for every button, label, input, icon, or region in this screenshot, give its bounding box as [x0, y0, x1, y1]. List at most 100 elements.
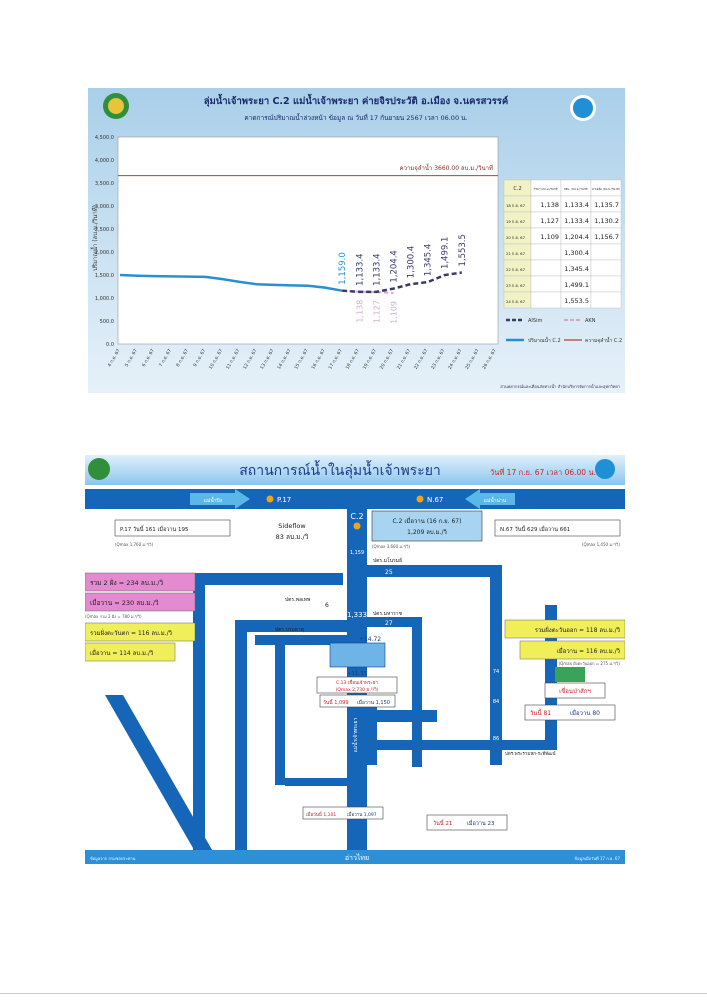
table-cell-text: 1,553.5 [564, 297, 589, 305]
chao-phraya-dam-icon [329, 642, 386, 668]
khlong-6-flow: 6 [325, 602, 329, 609]
west-bank-yesterday: เมื่อวาน = 114 ลบ.ม./วิ [90, 649, 153, 657]
x-tick-label: 19 ก.ย. 67 [362, 348, 379, 371]
gulf-label: อ่าวไทย [345, 853, 369, 862]
x-tick-label: 12 ก.ย. 67 [242, 348, 259, 371]
x-tick-label: 23 ก.ย. 67 [430, 348, 447, 371]
table-cell-text: 23 ก.ย. 67 [506, 283, 526, 288]
table-cell-text: 1,133.4 [564, 201, 589, 209]
data-label: 1,553.5 [458, 234, 468, 266]
west-bank-today: รวมฝั่งตะวันตก = 116 ลบ.ม./วิ [90, 629, 172, 637]
sideflow-value: 83 ลบ.ม./วิ [276, 533, 309, 541]
table-cell-text: 19 ก.ย. 67 [506, 219, 526, 224]
west-total-yesterday-box [84, 592, 196, 612]
table-cell [530, 259, 562, 277]
x-tick-label: 10 ก.ย. 67 [208, 348, 225, 371]
west-bank-today-box [84, 622, 196, 642]
data-label: 1,109 [389, 301, 398, 324]
table-cell [530, 291, 562, 309]
n67-info-text: N.67 วันนี้ 629 เมื่อวาน 661 [500, 525, 570, 533]
table-cell-text: 18 ก.ย. 67 [506, 203, 526, 208]
legend-capacity: ความจุลำน้ำ C.2 [585, 335, 622, 344]
data-label: 1,345.4 [424, 244, 434, 276]
y-tick-label: 500.0 [100, 319, 114, 325]
x-tick-label: 5 ก.ย. 67 [124, 348, 139, 368]
c2-info-line2: 1,209 ลบ.ม./วิ [407, 529, 447, 536]
forecast-chart: ลุ่มน้ำเจ้าพระยา C.2 แม่น้ำเจ้าพระยา ค่า… [89, 93, 622, 390]
dam-info-line2: (Qmax 2,730 ม.³/วิ) [336, 687, 379, 693]
x-tick-label: 18 ก.ย. 67 [345, 348, 362, 371]
table-cell-text: 22 ก.ย. 67 [506, 267, 526, 272]
sideflow-label: Sideflow [278, 522, 306, 530]
capacity-label: ความจุลำน้ำ 3660.00 ลบ.ม./วินาที [400, 162, 493, 172]
west-total-today-box [84, 572, 196, 592]
east-today: รวมฝั่งตะวันออก = 118 ลบ.ม./วิ [535, 626, 620, 634]
y-tick-label: 3,500.0 [95, 181, 114, 187]
water-logo [595, 459, 615, 479]
x-tick-label: 22 ก.ย. 67 [413, 348, 430, 371]
data-label: 1,300.4 [407, 246, 417, 278]
table-cell [590, 259, 622, 277]
nan-river-label: แม่น้ำน่าน [484, 495, 507, 504]
page-bottom-rule [0, 993, 707, 994]
table-cell-text: 21 ก.ย. 67 [506, 251, 526, 256]
flow-74: 74 [493, 669, 499, 675]
west-total-qmax: (Qmax รวม 2 ฝั่ง = 780 ม.³/วิ) [85, 614, 142, 619]
y-tick-label: 3,000.0 [95, 204, 114, 210]
forecast-chart-panel: ลุ่มน้ำเจ้าพระยา C.2 แม่น้ำเจ้าพระยา ค่า… [88, 88, 625, 393]
x-tick-label: 13 ก.ย. 67 [259, 348, 276, 371]
table-cell-text: 1,109 [540, 233, 559, 241]
y-tick-label: 0.0 [106, 342, 114, 348]
chart-title: ลุ่มน้ำเจ้าพระยา C.2 แม่น้ำเจ้าพระยา ค่า… [204, 93, 509, 107]
y-tick-label: 4,000.0 [95, 158, 114, 164]
rid-logo [103, 93, 129, 119]
legend: AISim AKN ปริมาณน้ำ C.2 ความจุลำน้ำ C.2 [506, 318, 622, 344]
x-tick-label: 24 ก.ย. 67 [447, 348, 464, 371]
x-tick-label: 16 ก.ย. 67 [310, 348, 327, 371]
canal-network [105, 565, 557, 863]
data-label: 1,138 [355, 300, 364, 323]
rama6-flow-box [426, 814, 508, 831]
p17-qmax: (Qmax 1,760 ม.³/วิ) [115, 542, 154, 547]
x-tick-label: 17 ก.ย. 67 [327, 348, 344, 371]
table-cell-text: 24 ก.ย. 67 [506, 299, 526, 304]
maharat-flow: 27 [385, 620, 393, 627]
station-p17-label: P.17 [277, 496, 291, 504]
x-tick-label: 8 ก.ย. 67 [175, 348, 190, 368]
table-cell-text: 1,135.7 [594, 201, 619, 209]
table-header-text: ค่าเฉลี่ย (ลบ.ม./วินาที) [592, 187, 620, 191]
table-header-text: C.2 [513, 186, 521, 192]
flow-40: 40 [131, 726, 137, 732]
dam-info-box [316, 676, 398, 694]
water-situation-diagram: สถานการณ์น้ำในลุ่มน้ำเจ้าพระยา วันที่ 17… [84, 455, 626, 867]
table-cell-text: 1,133.4 [564, 217, 589, 225]
east-yesterday: เมื่อวาน = 116 ลบ.ม./วิ [557, 647, 620, 655]
table-cell [530, 243, 562, 261]
x-tick-label: 4 ก.ย. 67 [107, 348, 122, 368]
chart-subtitle: คาดการณ์ปริมาณน้ำล่วงหน้า ข้อมูล ณ วันที… [244, 113, 467, 122]
dam-today: วันนี้ 1,099 [323, 697, 349, 706]
x-tick-label: 26 ก.ย. 67 [481, 348, 498, 371]
station-n67-marker [416, 495, 424, 503]
x-tick-label: 21 ก.ย. 67 [396, 348, 413, 371]
data-label: 1,127 [372, 300, 381, 323]
x-tick-label: 9 ก.ย. 67 [192, 348, 207, 368]
table-cell [530, 275, 562, 293]
dam-downstream-level: +11.35 [347, 671, 368, 677]
table-cell-text: 1,156.7 [594, 233, 619, 241]
maharat-gate-label: ปตร.มหาราช [373, 611, 403, 617]
west-total-today: รวม 2 ฝั่ง = 234 ลบ.ม./วิ [90, 578, 163, 587]
east-qmax: (Qmax ฝั่งตะวันออก = 275 ม.³/วิ) [559, 661, 621, 666]
flow-86: 86 [493, 736, 499, 742]
legend-akn: AKN [585, 318, 596, 324]
y-tick-label: 1,000.0 [95, 296, 114, 302]
station-p17-marker [266, 495, 274, 503]
table-cell [590, 243, 622, 261]
table-cell [590, 291, 622, 309]
plot-area [117, 136, 499, 345]
table-cell-text: 20 ก.ย. 67 [506, 235, 526, 240]
pasak-yesterday: เมื่อวาน 80 [570, 709, 600, 717]
gulf-of-thailand-band [85, 850, 625, 864]
chao-phraya-label: แม่น้ำเจ้าพระยา [350, 718, 359, 753]
